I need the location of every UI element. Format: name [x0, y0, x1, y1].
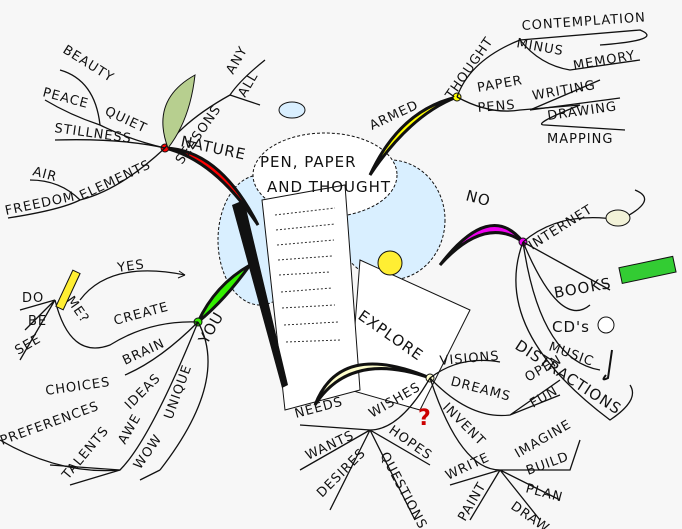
branch-explore — [313, 362, 431, 406]
label-writing: WRITING — [531, 78, 597, 104]
label-paint: PAINT — [455, 480, 489, 524]
label-unique: UNIQUE — [162, 363, 196, 422]
label-me: ME? — [63, 294, 92, 327]
label-visions: VISIONS — [439, 349, 500, 369]
label-memory: MEMORY — [572, 48, 637, 74]
label-choices: CHOICES — [44, 375, 111, 399]
pencil-icon — [55, 269, 81, 311]
label-cds: CD's — [552, 318, 590, 336]
label-questions: QUESTIONS — [376, 450, 429, 529]
center-title-line2: AND THOUGHT — [267, 178, 391, 196]
label-write: WRITE — [443, 450, 492, 483]
label-books: BOOKS — [553, 274, 613, 302]
label-no: NO — [464, 186, 493, 210]
branch-nature — [164, 146, 260, 226]
label-all: ALL — [235, 70, 261, 100]
label-fun: FUN — [528, 384, 561, 412]
label-armed: ARMED — [367, 98, 421, 134]
label-dreams: DREAMS — [449, 374, 512, 404]
paper-sheet — [261, 184, 361, 411]
label-ideas: IDEAS — [122, 371, 164, 413]
label-draw: DRAW — [508, 499, 552, 529]
label-beauty: BEAUTY — [60, 43, 117, 86]
music-note-icon — [602, 349, 613, 381]
paper-scribbles — [274, 207, 341, 343]
smiley-icon — [377, 250, 403, 276]
label-yes: YES — [115, 257, 145, 276]
label-internet: INTERNET — [526, 202, 596, 253]
sub-branches — [0, 29, 648, 521]
mouse-icon — [605, 209, 631, 227]
label-mapping: MAPPING — [547, 132, 613, 147]
pen-icon — [232, 200, 288, 388]
leaf-icon — [162, 74, 196, 150]
branch-armed — [368, 95, 458, 176]
label-plan: PLAN — [524, 481, 565, 505]
book-icon — [618, 255, 677, 285]
label-minus: MINUS — [515, 36, 564, 59]
label-freedom: FREEDOM — [4, 189, 77, 219]
label-be: BE — [28, 314, 47, 329]
yes-arrow-icon — [177, 270, 186, 279]
label-air: AIR — [31, 164, 59, 185]
branch-you — [196, 263, 252, 324]
label-awe: AWE — [115, 412, 144, 447]
label-wow: WOW — [131, 432, 166, 473]
label-brain: BRAIN — [120, 336, 167, 369]
label-peace: PEACE — [41, 85, 90, 112]
branch-no — [438, 224, 525, 267]
question-mark-icon: ? — [418, 406, 432, 431]
cd-icon — [597, 316, 615, 334]
label-you: YOU — [194, 308, 227, 347]
center-title-line1: PEN, PAPER — [260, 153, 357, 171]
label-see: SEE — [13, 332, 44, 359]
label-do: DO — [22, 291, 44, 306]
label-pens: PENS — [477, 98, 516, 116]
label-invent: INVENT — [439, 400, 488, 449]
label-paper: PAPER — [476, 73, 524, 96]
label-elements: ELEMENTS — [77, 157, 153, 203]
